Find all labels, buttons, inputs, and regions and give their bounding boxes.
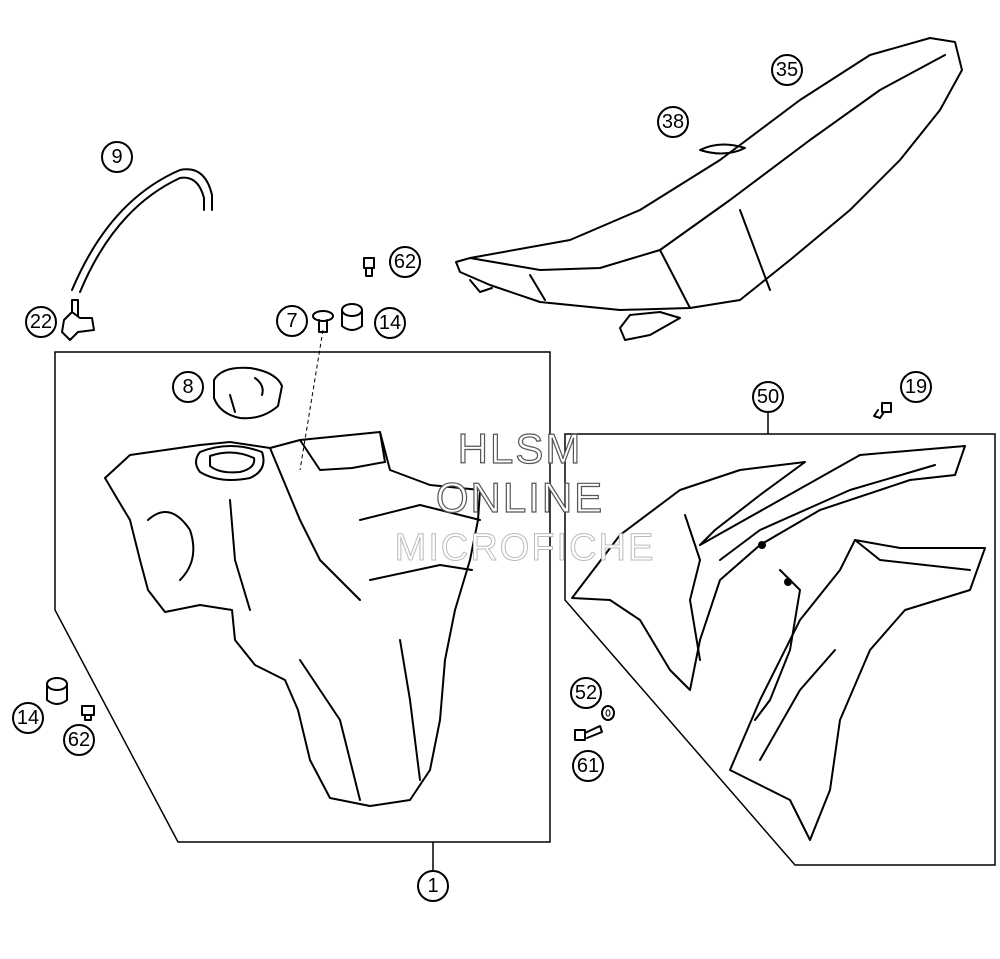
- vent-hose[interactable]: [71, 168, 213, 293]
- watermark-line-3: MICROFICHE: [394, 527, 656, 570]
- callout-14-top-label: 14: [379, 312, 401, 334]
- callout-61[interactable]: 61: [572, 750, 604, 782]
- fuel-cap[interactable]: [213, 366, 283, 420]
- callout-8[interactable]: 8: [172, 371, 204, 403]
- screw-7[interactable]: [312, 310, 334, 333]
- callout-19[interactable]: 19: [900, 371, 932, 403]
- callout-38-label: 38: [662, 111, 684, 133]
- tank-spoiler-upper[interactable]: [571, 445, 966, 691]
- callout-38[interactable]: 38: [657, 106, 689, 138]
- side-cover-assembly-frame: [564, 433, 996, 866]
- callout-62-top-label: 62: [394, 251, 416, 273]
- callout-8-label: 8: [182, 376, 193, 398]
- callout-14-left[interactable]: 14: [12, 702, 44, 734]
- callout-61-label: 61: [577, 755, 599, 777]
- screw-61[interactable]: [574, 725, 603, 741]
- hose-fitting[interactable]: [61, 299, 95, 341]
- bushing-top[interactable]: [341, 303, 363, 331]
- callout-9[interactable]: 9: [101, 141, 133, 173]
- leader-7: [299, 329, 324, 471]
- callout-50[interactable]: 50: [752, 381, 784, 413]
- callout-52-label: 52: [575, 682, 597, 704]
- callout-9-label: 9: [111, 146, 122, 168]
- callout-35[interactable]: 35: [771, 54, 803, 86]
- bushing-left[interactable]: [46, 677, 68, 705]
- watermark-line-1: HLSM: [457, 424, 583, 472]
- fuel-tank[interactable]: [104, 431, 481, 807]
- tank-spoiler-lower[interactable]: [729, 539, 986, 841]
- callout-62-left-label: 62: [68, 729, 90, 751]
- tank-assembly-frame: [54, 351, 551, 843]
- callout-62-top[interactable]: 62: [389, 246, 421, 278]
- callout-7-label: 7: [286, 310, 297, 332]
- watermark-line-2: ONLINE: [435, 473, 605, 521]
- callout-22-label: 22: [30, 311, 52, 333]
- callout-19-label: 19: [905, 376, 927, 398]
- callout-1-label: 1: [427, 875, 438, 897]
- washer-52[interactable]: [601, 705, 615, 721]
- callout-50-label: 50: [757, 386, 779, 408]
- callout-22[interactable]: 22: [25, 306, 57, 338]
- callout-14-top[interactable]: 14: [374, 307, 406, 339]
- screw-left[interactable]: [81, 705, 95, 721]
- callout-1[interactable]: 1: [417, 870, 449, 902]
- callout-52[interactable]: 52: [570, 677, 602, 709]
- callout-14-left-label: 14: [17, 707, 39, 729]
- callout-62-left[interactable]: 62: [63, 724, 95, 756]
- screw-top[interactable]: [363, 257, 375, 277]
- callout-35-label: 35: [776, 59, 798, 81]
- callout-7[interactable]: 7: [276, 305, 308, 337]
- seat[interactable]: [455, 37, 963, 341]
- screw-19[interactable]: [873, 402, 892, 419]
